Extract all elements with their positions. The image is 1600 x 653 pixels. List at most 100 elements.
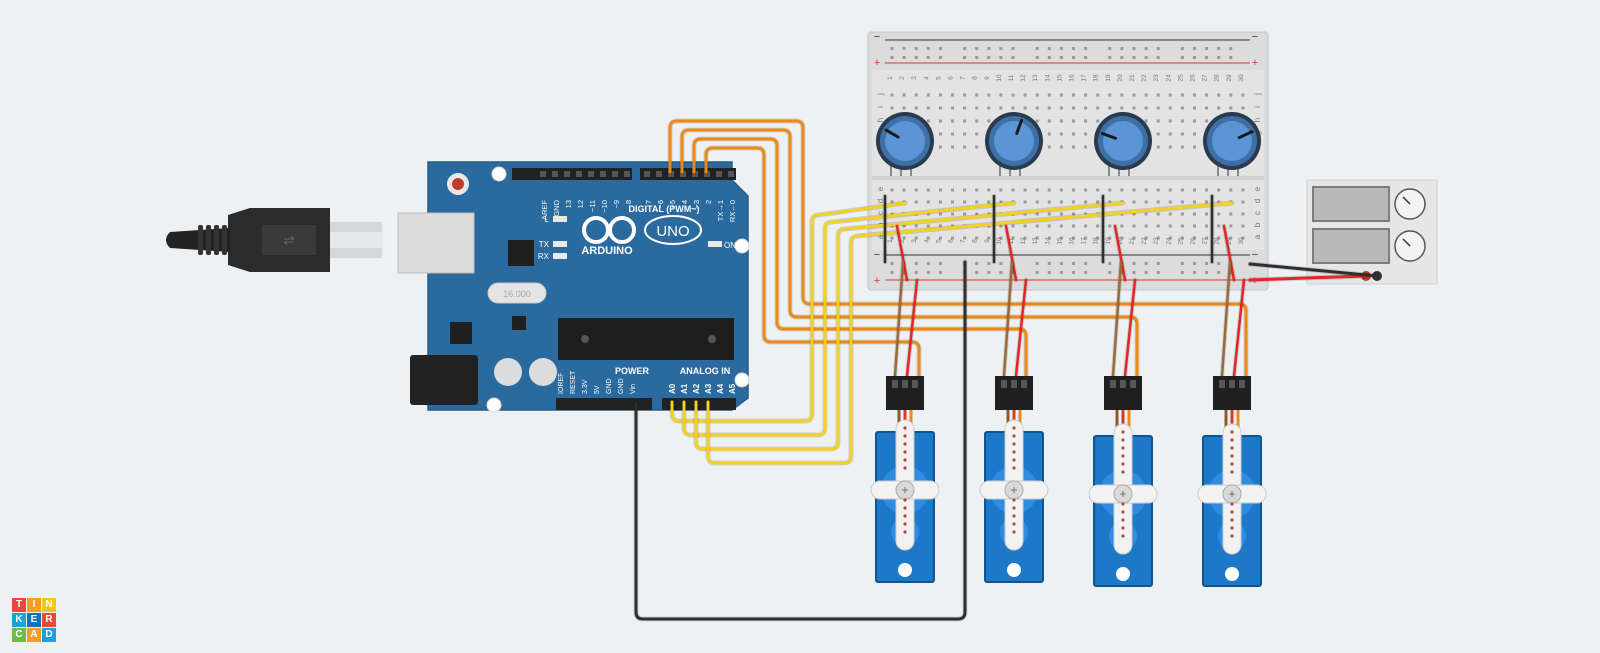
horn-hole [1012,434,1016,438]
hole [1072,119,1075,123]
analog-header [662,398,736,410]
wire-ground[interactable] [634,260,967,621]
hole [1047,188,1051,192]
hole [1144,119,1148,123]
hole [963,188,967,192]
hole [987,271,991,274]
hole [1193,106,1196,110]
hole [1096,119,1100,123]
hole [1035,93,1039,97]
hole [890,212,894,216]
hole [1180,224,1184,228]
wire-signal[interactable] [694,201,1125,451]
pin-label: RX←0 [728,200,737,222]
hole [1108,200,1112,204]
connector-pin [892,380,898,388]
wire-servo-power[interactable] [905,278,919,378]
hole [1217,93,1221,97]
hole [914,236,918,240]
wire-signal[interactable] [706,201,1234,465]
wire-pot-power[interactable] [1222,224,1236,282]
column-number: 21 [1129,74,1136,82]
hole [963,106,967,110]
servo-motor[interactable]: + [870,376,940,583]
pin-label: Vin [630,384,637,394]
hole [1229,56,1233,59]
column-number: 10 [996,74,1003,82]
horn-hole [1230,502,1234,506]
column-number: 22 [1141,74,1148,82]
hole [1180,271,1184,274]
column-number: 16 [1069,237,1076,245]
hole [1108,262,1112,265]
wire-signal[interactable] [682,201,1016,437]
potentiometer[interactable] [1203,112,1261,176]
column-number: 23 [1153,74,1160,82]
column-number: 6 [948,239,955,243]
horn-hole [1121,462,1125,466]
wire-servo-ground[interactable] [1220,260,1232,378]
reset-button[interactable] [452,178,464,190]
hole [951,236,954,240]
hole [1035,119,1039,123]
wire-pwm[interactable] [704,146,921,380]
hole [926,200,930,204]
column-number: 8 [972,239,979,243]
row-letter: j [1253,93,1262,96]
hole [975,271,979,274]
hole [902,56,906,59]
hole [926,119,930,123]
on-label: ON [724,241,736,250]
wire-servo-power[interactable] [1232,278,1246,378]
servo-motor[interactable]: + [1088,376,1158,587]
wire-pot-power[interactable] [1113,224,1127,282]
wire-pot-power[interactable] [895,224,909,282]
hole [1084,236,1088,240]
wire-pot-power[interactable] [1004,224,1018,282]
terminal-bottom [872,180,1264,250]
hole [1144,212,1148,216]
wire-servo-power[interactable] [1123,278,1137,378]
hole [1217,106,1221,110]
horn-hole [1012,530,1016,534]
wire-servo-ground[interactable] [1002,260,1014,378]
hole [926,262,930,265]
column-number: 5 [935,76,942,80]
wire-servo-ground[interactable] [1111,260,1123,378]
wire-battery-plus[interactable] [1248,274,1368,282]
wire-servo-power[interactable] [1014,278,1028,378]
hole [1156,236,1160,240]
hole [999,93,1003,97]
hole [914,271,918,274]
hole [890,262,894,265]
hole [1120,236,1124,240]
hole [1193,132,1196,136]
usb-cable[interactable]: ⇌ [166,208,382,272]
connector-pin [1229,380,1235,388]
hole [1180,93,1184,97]
pin-label: RESET [570,370,577,394]
servo-motor[interactable]: + [979,376,1049,583]
potentiometer[interactable] [876,112,934,176]
wire-pwm[interactable] [680,128,1139,383]
column-number: 1 [887,76,894,80]
chip-dot [708,335,716,343]
hole [1205,119,1209,123]
hole [987,106,991,110]
servo-motor[interactable]: + [1197,376,1267,587]
wire-servo-ground[interactable] [893,260,905,378]
potentiometer[interactable] [985,112,1043,176]
wire-signal[interactable] [670,201,907,423]
wire-battery-minus[interactable] [1248,262,1379,278]
wire-pwm[interactable] [692,137,1028,380]
breadboard[interactable]: −−++−−++11223344556677889910101111121213… [867,31,1269,291]
potentiometer[interactable] [1094,112,1152,176]
hole [1132,224,1136,228]
hole [987,236,991,240]
hole [1072,132,1075,136]
battery-pack[interactable] [1306,179,1438,285]
logo-letter: E [27,613,41,627]
